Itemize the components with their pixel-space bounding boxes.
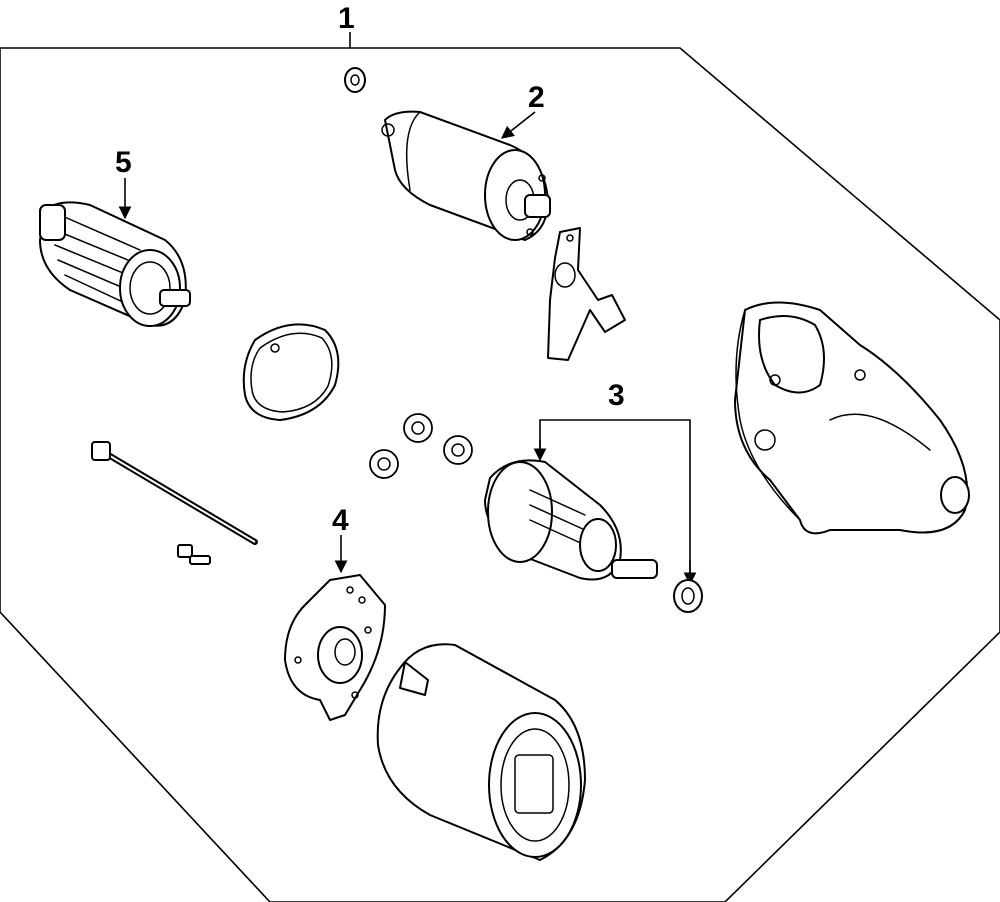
nut-part	[344, 67, 366, 93]
callout-3-label: 3	[608, 379, 625, 412]
brush-holder-part	[284, 574, 386, 721]
callout-2-leader	[500, 111, 536, 139]
through-bolt-part	[91, 441, 258, 545]
planetary-gear-b	[443, 435, 473, 465]
callout-5-label: 5	[115, 146, 132, 179]
armature-part	[39, 201, 191, 327]
drive-lever-part	[547, 227, 626, 361]
solenoid-switch-part	[381, 110, 551, 241]
planetary-gear-c	[369, 449, 399, 479]
end-cover-part	[242, 323, 340, 421]
overrunning-clutch-part	[484, 459, 658, 581]
callout-2-label: 2	[528, 81, 545, 114]
snap-ring-part	[673, 579, 703, 613]
callout-1-label: 1	[338, 2, 355, 35]
callout-4-label: 4	[332, 504, 349, 537]
screw-part	[177, 544, 211, 565]
assembly-boundary	[0, 47, 1000, 902]
planetary-gear-a	[403, 413, 433, 443]
yoke-part	[376, 643, 586, 861]
starter-assembly-part	[734, 301, 970, 535]
callout-3-leader	[539, 419, 691, 582]
